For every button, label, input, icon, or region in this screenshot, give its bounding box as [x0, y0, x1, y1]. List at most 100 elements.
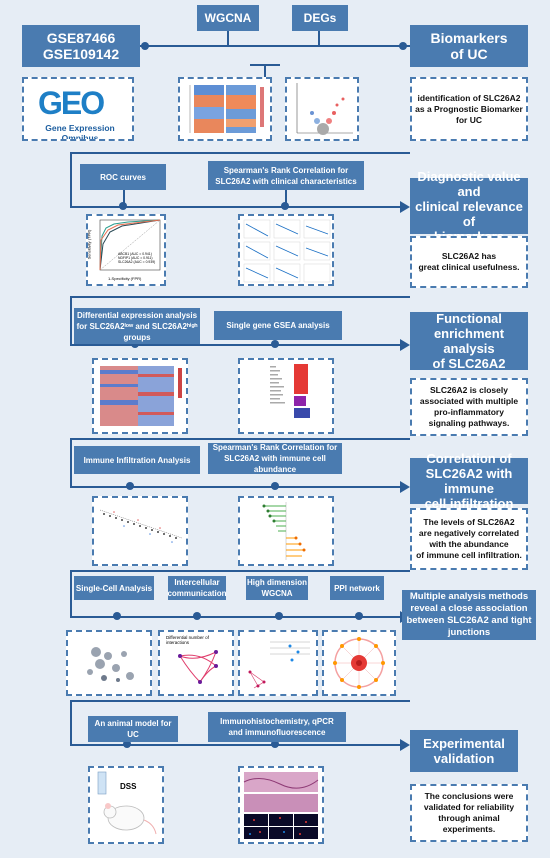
connector-dot [131, 340, 139, 348]
chord-thumbnail [178, 650, 218, 684]
chord-title: Differential number of interactions [166, 635, 209, 645]
volcano-thumbnail [296, 83, 353, 135]
connector-pair1-h [250, 64, 280, 66]
connector-top [118, 45, 410, 47]
s2-conclusion-text: SLC26A2 has great clinical usefulness. [418, 251, 520, 272]
connector-dot [123, 740, 131, 748]
immune-infil-box: Immune Infiltration Analysis [74, 446, 200, 474]
connector-dot [141, 42, 149, 50]
s1-conclusion-text: identification of SLC26A2 as a Prognosti… [415, 92, 523, 125]
intercellular-label: Intercellular communication [167, 578, 227, 598]
connector-degs [318, 30, 320, 46]
single-cell-panel [66, 630, 152, 696]
flow-7 [70, 570, 410, 572]
datasets-box: GSE87466 GSE109142 [22, 25, 140, 67]
experimental-label: Experimental validation [423, 736, 505, 766]
connector-dot [355, 612, 363, 620]
single-cell-box: Single-Cell Analysis [74, 576, 154, 600]
hd-wgcna-panel [238, 630, 318, 696]
connector-dot [275, 612, 283, 620]
roc-legend-item: SLC26A2 (AUC = 0.939) [118, 260, 156, 264]
arrow-2 [400, 201, 410, 213]
ppi-panel [322, 630, 396, 696]
connector-dot [271, 482, 279, 490]
connector-dot [399, 42, 407, 50]
correlation-label: Correlation of SLC26A2 with immune cell … [424, 451, 514, 511]
heatmap-thumbnail [189, 85, 264, 133]
arrow-4 [400, 339, 410, 351]
diff-expr-box: Differential expression analysis for SLC… [74, 308, 200, 344]
roc-box: ROC curves [80, 164, 166, 190]
gsea-box: Single gene GSEA analysis [214, 311, 342, 340]
spearman-immune-box: Spearman's Rank Correlation for SLC26A2 … [208, 443, 342, 474]
immune-infil-label: Immune Infiltration Analysis [83, 455, 191, 465]
volcano-panel [285, 77, 359, 141]
dss-label: DSS [120, 782, 137, 791]
connector-dot [271, 740, 279, 748]
functional-box: Functional enrichment analysis of SLC26A… [410, 311, 528, 371]
ihc-box: Immunohistochemistry, qPCR and immunoflu… [208, 712, 346, 742]
hd-wgcna-thumbnail [248, 641, 310, 689]
gsea-panel [238, 358, 334, 434]
drop-sp [285, 190, 287, 206]
degs-label: DEGs [303, 11, 337, 25]
spine-3 [70, 438, 72, 486]
diagnostic-box: Diagnostic value and clinical relevance … [410, 169, 528, 244]
hd-wgcna-label: High dimension WGCNA [247, 578, 307, 598]
multiple-box: Multiple analysis methods reveal a close… [402, 590, 536, 640]
arrow-6 [400, 481, 410, 493]
animal-label: An animal model for UC [94, 719, 172, 739]
dss-panel: DSS [88, 766, 164, 844]
diff-heatmap-thumbnail [100, 366, 182, 426]
roc-curve-chart [99, 219, 161, 271]
drop-roc [123, 190, 125, 206]
experimental-box: Experimental validation [410, 730, 518, 772]
connector-dot [119, 202, 127, 210]
spearman-clin-box: Spearman's Rank Correlation for SLC26A2 … [208, 161, 364, 190]
connector-pair1 [264, 64, 266, 80]
flow-10 [70, 744, 400, 746]
roc-legend-item: ABCB1 (AUC = 0.941) [118, 252, 152, 256]
histology-thumbnail [243, 772, 319, 839]
ppi-label: PPI network [334, 583, 380, 593]
ihc-label: Immunohistochemistry, qPCR and immunoflu… [220, 717, 334, 737]
spine-1 [70, 152, 72, 206]
s6-conclusion-box: The conclusions were validated for relia… [410, 784, 528, 842]
lollipop-thumbnail [262, 502, 306, 560]
biomarkers-label: Biomarkers of UC [430, 30, 508, 62]
multiple-label: Multiple analysis methods reveal a close… [406, 591, 532, 638]
flow-8 [70, 616, 400, 618]
gsea-bar-thumbnail [270, 364, 310, 418]
ppi-box: PPI network [330, 576, 384, 600]
lollipop-panel [238, 496, 334, 566]
connector-dot [113, 612, 121, 620]
gsea-label: Single gene GSEA analysis [226, 321, 330, 330]
intercellular-box: Intercellular communication [167, 576, 227, 600]
wgcna-label: WGCNA [204, 11, 252, 25]
wgcna-box: WGCNA [197, 5, 259, 31]
flow-5 [70, 438, 410, 440]
degs-box: DEGs [292, 5, 348, 31]
s4-conclusion-text: The levels of SLC26A2 are negatively cor… [416, 517, 522, 560]
spearman-clin-label: Spearman's Rank Correlation for SLC26A2 … [215, 165, 357, 186]
connector-wgcna [227, 30, 229, 46]
arrow-10 [400, 739, 410, 751]
functional-label: Functional enrichment analysis of SLC26A… [432, 311, 506, 371]
correlation-grid-thumbnail [243, 219, 331, 283]
roc-label: ROC curves [100, 172, 146, 182]
roc-legend: ABCB1 (AUC = 0.941) NDFIP1 (AUC = 0.911)… [118, 252, 155, 264]
spine-2 [70, 296, 72, 344]
ppi-network-thumbnail [333, 637, 385, 689]
hd-wgcna-box: High dimension WGCNA [246, 576, 308, 600]
spine-5 [70, 700, 72, 744]
flow-4 [70, 344, 400, 346]
spearman-immune-label: Spearman's Rank Correlation for SLC26A2 … [212, 443, 338, 474]
diff-expr-label: Differential expression analysis for SLC… [76, 310, 198, 342]
connector-dot [281, 202, 289, 210]
geo-subtitle: Gene Expression Omnibus [45, 123, 115, 141]
s1-conclusion-box: identification of SLC26A2 as a Prognosti… [410, 77, 528, 141]
connector-dot [193, 612, 201, 620]
immune-boxplot-thumbnail [99, 509, 183, 543]
datasets-label: GSE87466 GSE109142 [42, 30, 120, 62]
s3-conclusion-box: SLC26A2 is closely associated with multi… [410, 378, 528, 436]
